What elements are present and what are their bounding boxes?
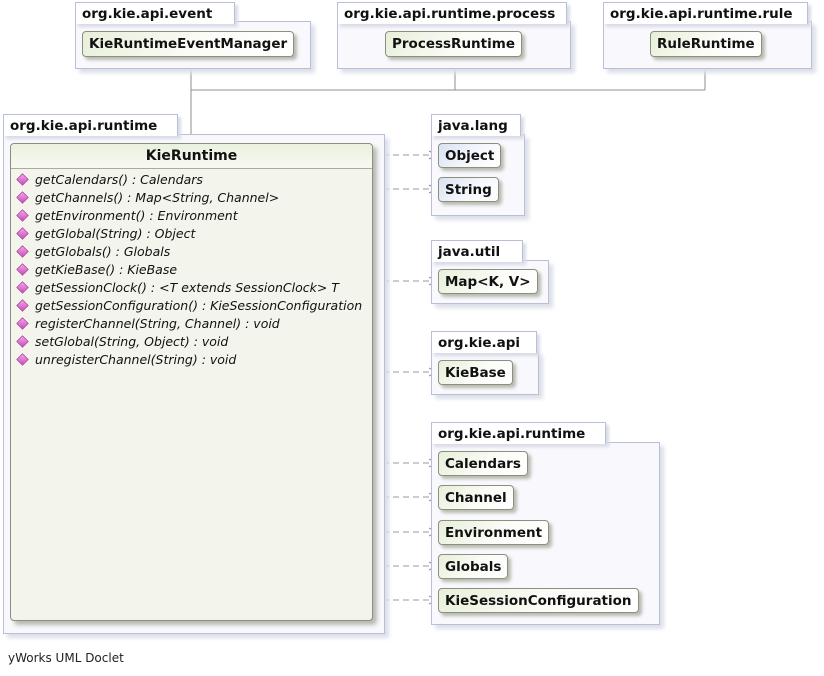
class-kie-runtime-event-manager[interactable]: KieRuntimeEventManager [82, 31, 295, 57]
method-return-type: : Calendars [131, 172, 203, 187]
method-row[interactable]: getCalendars() : Calendars [16, 171, 203, 189]
class-environment[interactable]: Environment [438, 520, 550, 545]
package-runtime-main-label: org.kie.api.runtime [3, 114, 178, 136]
method-row[interactable]: getSessionClock() : <T extends SessionCl… [16, 279, 339, 297]
class-process-runtime[interactable]: ProcessRuntime [385, 31, 522, 57]
method-name: getCalendars() [35, 172, 128, 187]
method-icon [16, 263, 29, 276]
method-return-type: : void [201, 352, 237, 367]
method-return-type: : Map<String, Channel> [127, 190, 280, 205]
class-string[interactable]: String [438, 177, 499, 202]
method-name: getGlobals() [35, 244, 112, 259]
method-name: unregisterChannel(String) [35, 352, 198, 367]
method-return-type: : Globals [115, 244, 171, 259]
method-row[interactable]: getKieBase() : KieBase [16, 261, 178, 279]
method-icon [16, 209, 29, 222]
method-icon [16, 173, 29, 186]
class-channel[interactable]: Channel [438, 485, 514, 510]
method-row[interactable]: setGlobal(String, Object) : void [16, 333, 229, 351]
method-icon [16, 281, 29, 294]
package-rule-label: org.kie.api.runtime.rule [603, 2, 808, 24]
generalization-edges [190, 68, 706, 143]
class-kie-session-configuration[interactable]: KieSessionConfiguration [438, 588, 639, 613]
method-return-type: : void [245, 316, 280, 331]
method-name: getGlobal(String) [35, 226, 143, 241]
method-name: getSessionClock() [35, 280, 147, 295]
package-process-label: org.kie.api.runtime.process [337, 2, 567, 24]
method-icon [16, 317, 29, 330]
method-name: getKieBase() [35, 262, 116, 277]
method-icon [16, 335, 29, 348]
package-kie-api-label: org.kie.api [431, 331, 537, 353]
class-globals[interactable]: Globals [438, 554, 509, 579]
method-name: getChannels() [35, 190, 124, 205]
method-return-type: : <T extends SessionClock> T [150, 280, 339, 295]
class-map[interactable]: Map<K, V> [438, 269, 538, 294]
method-row[interactable]: getChannels() : Map<String, Channel> [16, 189, 280, 207]
package-event-label: org.kie.api.event [75, 2, 235, 24]
package-java-util-label: java.util [431, 240, 523, 262]
method-row[interactable]: getGlobals() : Globals [16, 243, 171, 261]
method-icon [16, 245, 29, 258]
method-return-type: : void [193, 334, 229, 349]
method-name: getSessionConfiguration() [35, 298, 198, 313]
method-name: setGlobal(String, Object) [35, 334, 190, 349]
method-row[interactable]: unregisterChannel(String) : void [16, 351, 237, 369]
method-name: getEnvironment() [35, 208, 146, 223]
method-return-type: : KieBase [119, 262, 178, 277]
method-icon [16, 227, 29, 240]
method-row[interactable]: getEnvironment() : Environment [16, 207, 238, 225]
method-icon [16, 353, 29, 366]
class-rule-runtime[interactable]: RuleRuntime [650, 31, 762, 57]
method-row[interactable]: getGlobal(String) : Object [16, 225, 196, 243]
package-runtime-deps-label: org.kie.api.runtime [431, 422, 606, 444]
method-icon [16, 191, 29, 204]
class-object[interactable]: Object [438, 143, 502, 168]
method-name: registerChannel(String, Channel) [35, 316, 242, 331]
method-return-type: : Environment [149, 208, 238, 223]
class-kie-runtime-title: KieRuntime [11, 144, 372, 169]
footer-credit: yWorks UML Doclet [8, 651, 124, 665]
method-row[interactable]: getSessionConfiguration() : KieSessionCo… [16, 297, 363, 315]
class-kie-base[interactable]: KieBase [438, 360, 513, 385]
method-return-type: : Object [146, 226, 196, 241]
method-row[interactable]: registerChannel(String, Channel) : void [16, 315, 280, 333]
package-java-lang-label: java.lang [431, 114, 521, 136]
method-icon [16, 299, 29, 312]
method-return-type: : KieSessionConfiguration [201, 298, 363, 313]
class-calendars[interactable]: Calendars [438, 451, 528, 476]
